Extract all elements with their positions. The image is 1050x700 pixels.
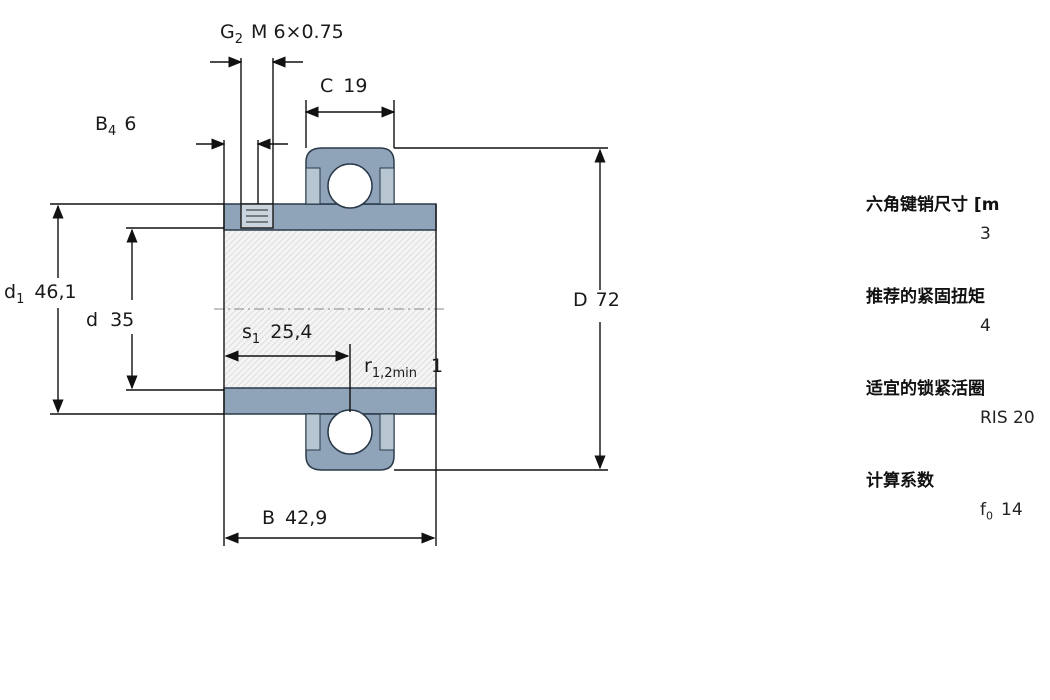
property-hex-key-size: 六角键销尺寸 [m 3 [866,190,1000,244]
seal-bottom-right [379,413,395,451]
seal-top-left [305,167,321,205]
property-label: 推荐的紧固扭矩 [866,287,985,307]
bearing-body [214,147,446,471]
seal-top-right [379,167,395,205]
dimension-lines [50,56,608,546]
property-locking-collar: 适宜的锁紧活圈 RIS 20 [866,374,1035,428]
property-value: 4 [980,316,991,336]
properties-panel: 六角键销尺寸 [m 3 推荐的紧固扭矩 4 适宜的锁紧活圈 RIS 20 计算系… [866,0,1050,700]
property-label: 计算系数 [866,471,934,491]
property-label: 适宜的锁紧活圈 [866,379,985,399]
inner-ring-bottom [223,387,437,415]
property-label: 六角键销尺寸 [m [866,195,1000,215]
ball-bottom [327,409,373,455]
ball-top [327,163,373,209]
property-tightening-torque: 推荐的紧固扭矩 4 [866,282,991,336]
seal-bottom-left [305,413,321,451]
property-value: RIS 20 [980,408,1035,428]
property-value: 3 [980,224,991,244]
